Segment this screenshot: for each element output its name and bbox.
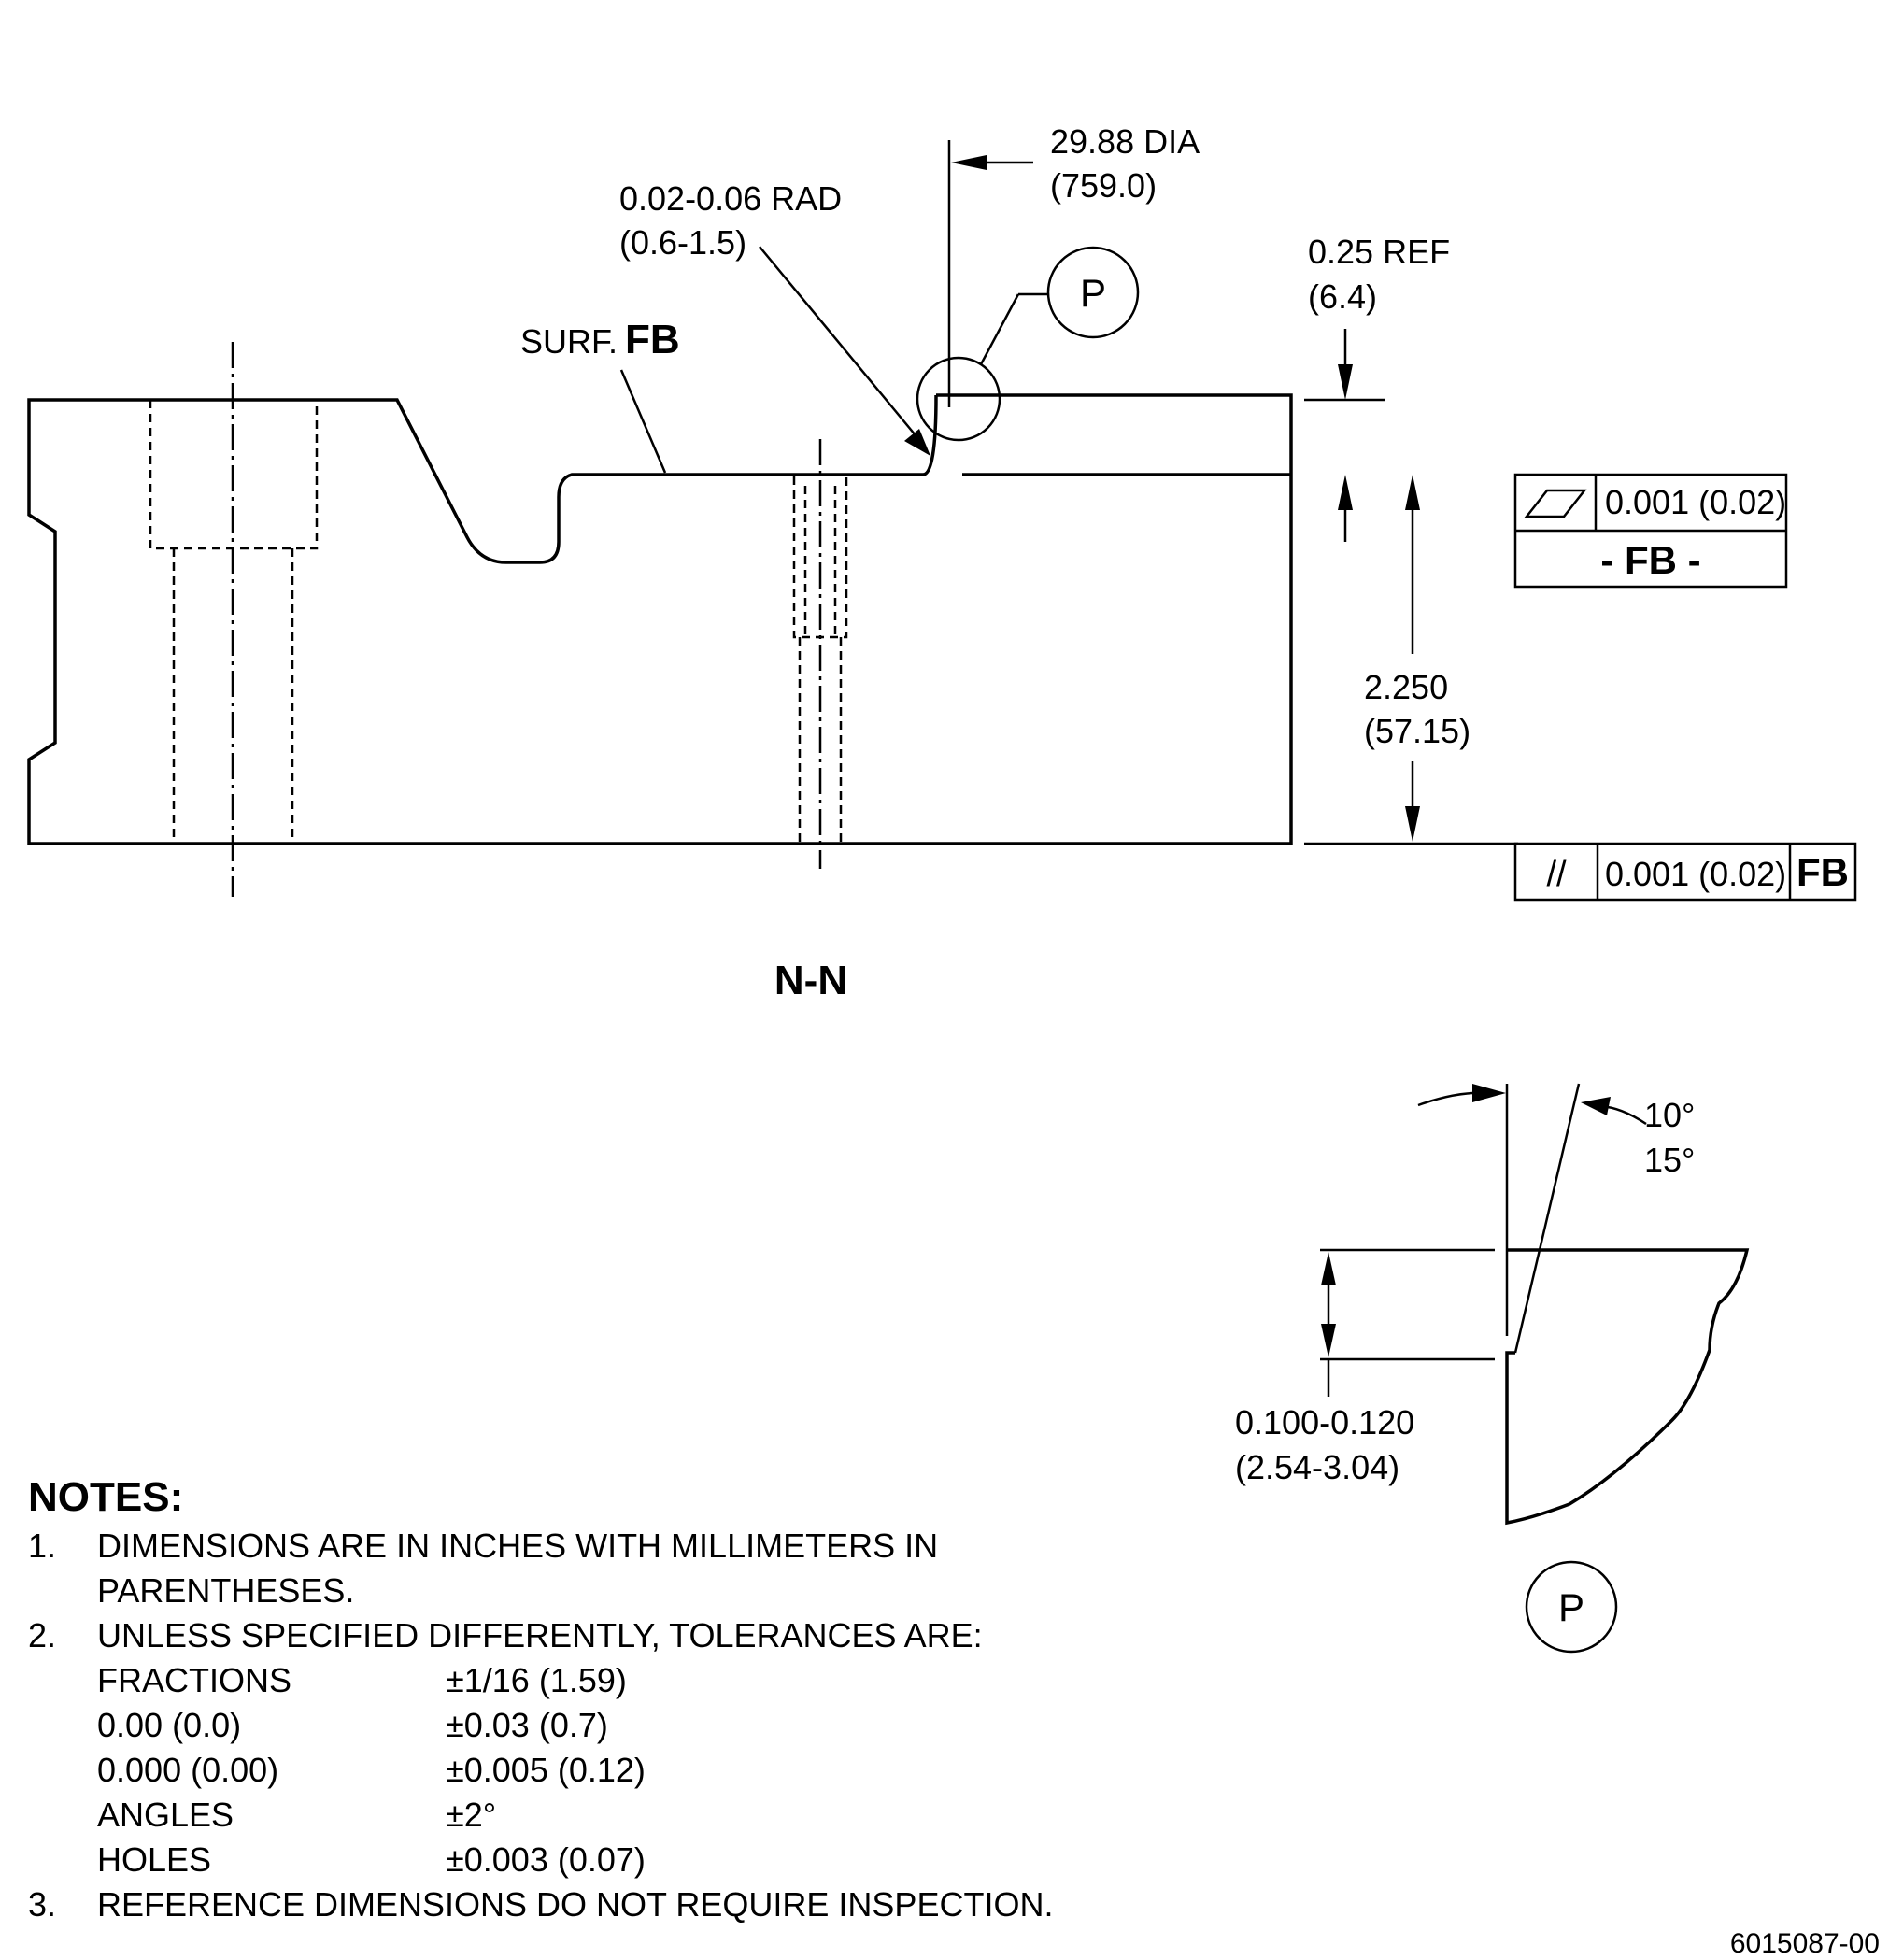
detail-p-leader xyxy=(979,293,1020,365)
note-line: UNLESS SPECIFIED DIFFERENTLY, TOLERANCES… xyxy=(97,1616,983,1655)
part-outline xyxy=(27,393,1293,845)
detail-p-bubble xyxy=(1046,246,1140,339)
diameter-callout: 29.88 DIA (759.0) xyxy=(947,122,1200,407)
angle-arrowhead-left xyxy=(1472,1084,1506,1102)
detail-part-outline xyxy=(1505,1248,1750,1526)
section-label: N-N xyxy=(774,958,847,1003)
diameter-arrowhead xyxy=(951,155,987,170)
tolerance-value: ±0.003 (0.07) xyxy=(446,1840,646,1879)
flatness-datum-label: - FB - xyxy=(1600,538,1700,582)
flatness-tolerance: 0.001 (0.02) xyxy=(1605,483,1786,521)
detail-label-bubble xyxy=(1525,1560,1618,1654)
detail-angled-edge xyxy=(1513,1083,1581,1354)
ref-inch: 0.25 REF xyxy=(1308,233,1450,271)
note-number: 1. xyxy=(28,1527,56,1565)
ref-arrowhead-up xyxy=(1338,475,1353,510)
detail-p-id: P xyxy=(1080,271,1106,315)
note-number: 2. xyxy=(28,1616,56,1655)
section-view-n-n xyxy=(27,342,1293,897)
note-line: DIMENSIONS ARE IN INCHES WITH MILLIMETER… xyxy=(97,1527,938,1565)
radius-inch: 0.02-0.06 RAD xyxy=(619,179,842,218)
angle-arrowhead-right xyxy=(1581,1097,1611,1115)
notes-block: NOTES: 1. DIMENSIONS ARE IN INCHES WITH … xyxy=(28,1474,1053,1924)
detail-p-callout: P xyxy=(916,246,1140,442)
diameter-inch: 29.88 DIA xyxy=(1050,122,1200,161)
tolerance-value: ±0.03 (0.7) xyxy=(446,1706,608,1744)
diameter-mm: (759.0) xyxy=(1050,166,1157,205)
angle-min: 10° xyxy=(1644,1096,1695,1134)
ref-depth-dimension: 0.25 REF (6.4) xyxy=(1304,233,1450,542)
height-mm: (57.15) xyxy=(1364,712,1470,750)
ref-mm: (6.4) xyxy=(1308,277,1377,316)
height-dimension: 2.250 (57.15) xyxy=(1304,475,1518,845)
detail-p-view: 10° 15° 0.100-0.120 (2.54-3.04) P xyxy=(1235,1083,1750,1654)
tolerance-name: HOLES xyxy=(97,1840,211,1879)
tolerance-name: 0.00 (0.0) xyxy=(97,1706,241,1744)
chamfer-arrowhead-down xyxy=(1321,1324,1336,1357)
detail-label: P xyxy=(1558,1585,1584,1629)
angle-max: 15° xyxy=(1644,1141,1695,1179)
surface-id: FB xyxy=(625,317,680,362)
parallelism-datum: FB xyxy=(1797,850,1849,894)
detail-p-zone xyxy=(916,356,1001,442)
surface-fb-callout: SURF. FB xyxy=(520,317,680,474)
notes-title: NOTES: xyxy=(28,1474,183,1520)
tolerance-value: ±2° xyxy=(446,1796,496,1834)
radius-mm: (0.6-1.5) xyxy=(619,223,746,262)
parallelism-tolerance: 0.001 (0.02) xyxy=(1605,855,1786,893)
surface-label: SURF. xyxy=(520,322,618,361)
note-line: REFERENCE DIMENSIONS DO NOT REQUIRE INSP… xyxy=(97,1885,1053,1924)
parallelism-symbol: // xyxy=(1546,855,1567,894)
ref-arrowhead-down xyxy=(1338,364,1353,400)
chamfer-arrowhead-up xyxy=(1321,1252,1336,1285)
note-number: 3. xyxy=(28,1885,56,1924)
flatness-control-frame: 0.001 (0.02) - FB - xyxy=(1513,473,1788,589)
parallelism-frame-border xyxy=(1513,842,1857,902)
chamfer-mm: (2.54-3.04) xyxy=(1235,1448,1399,1486)
tolerance-value: ±1/16 (1.59) xyxy=(446,1661,627,1699)
height-arrowhead-up xyxy=(1405,475,1420,510)
radius-arrowhead xyxy=(904,429,930,456)
tolerance-name: FRACTIONS xyxy=(97,1661,291,1699)
note-line: PARENTHESES. xyxy=(97,1571,354,1610)
tolerance-name: 0.000 (0.00) xyxy=(97,1751,278,1789)
surface-leader xyxy=(619,369,667,474)
parallelism-control-frame: // 0.001 (0.02) FB xyxy=(1513,842,1857,902)
drawing-number: 6015087-00 xyxy=(1730,1928,1880,1959)
radius-callout: 0.02-0.06 RAD (0.6-1.5) xyxy=(619,179,930,456)
tolerance-name: ANGLES xyxy=(97,1796,234,1834)
tolerance-value: ±0.005 (0.12) xyxy=(446,1751,646,1789)
flatness-symbol-icon xyxy=(1524,489,1587,518)
chamfer-inch: 0.100-0.120 xyxy=(1235,1403,1414,1442)
radius-leader xyxy=(759,246,916,436)
height-arrowhead-down xyxy=(1405,806,1420,842)
height-inch: 2.250 xyxy=(1364,668,1448,706)
